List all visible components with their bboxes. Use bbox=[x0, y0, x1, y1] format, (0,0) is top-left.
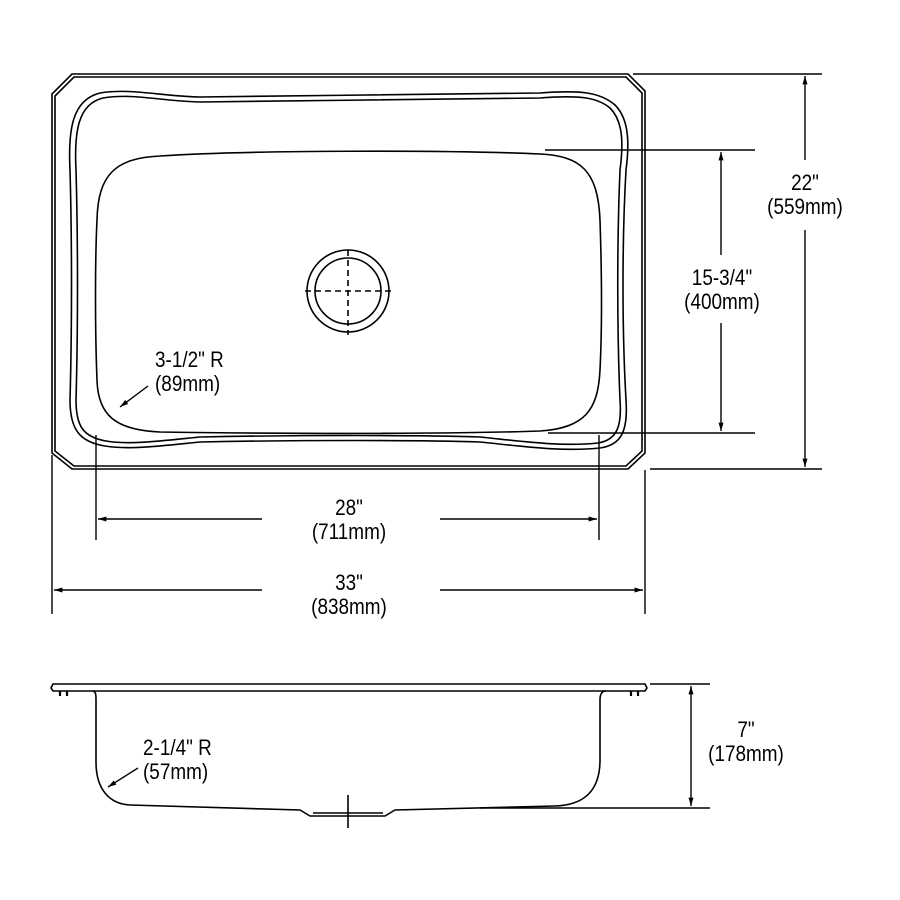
overall-depth-label: 22" (559mm) bbox=[764, 170, 846, 219]
sink-deck-ledge bbox=[68, 90, 629, 451]
overall-depth-metric: (559mm) bbox=[767, 194, 843, 219]
bowl-depth-metric: (400mm) bbox=[684, 289, 760, 314]
overall-width-metric: (838mm) bbox=[311, 594, 387, 619]
bowl-depth-imperial: 15-3/4" bbox=[691, 265, 753, 290]
bowl-width-imperial: 28" bbox=[335, 495, 363, 520]
dimension-lines bbox=[51, 73, 822, 614]
bowl-corner-radius-imperial: 3-1/2" R bbox=[155, 347, 224, 372]
bowl-depth-label: 15-3/4" (400mm) bbox=[679, 266, 765, 314]
overall-depth-imperial: 22" bbox=[791, 170, 819, 195]
mounting-clip-left bbox=[58, 691, 69, 696]
overall-width-imperial: 33" bbox=[335, 570, 363, 595]
mounting-clip-right bbox=[629, 691, 640, 696]
bowl-height-metric: (178mm) bbox=[708, 741, 784, 766]
drain-icon bbox=[305, 249, 391, 335]
bowl-corner-radius-label: 3-1/2" R (89mm) bbox=[155, 348, 224, 396]
side-rim bbox=[50, 683, 648, 692]
top-view bbox=[51, 73, 646, 470]
side-dimension-lines bbox=[107, 683, 710, 809]
bowl-height-imperial: 7" bbox=[737, 717, 755, 742]
bowl-width-label: 28" (711mm) bbox=[303, 495, 395, 544]
bowl-height-label: 7" (178mm) bbox=[703, 718, 789, 766]
bowl-width-metric: (711mm) bbox=[311, 519, 387, 544]
sink-outer-rim bbox=[51, 73, 646, 470]
overall-width-label: 33" (838mm) bbox=[303, 570, 395, 619]
bowl-corner-radius-metric: (89mm) bbox=[155, 371, 221, 396]
bottom-radius-label: 2-1/4" R (57mm) bbox=[143, 736, 212, 784]
side-view bbox=[50, 683, 648, 828]
sink-bowl-outline bbox=[94, 150, 603, 435]
bottom-radius-metric: (57mm) bbox=[143, 759, 209, 784]
side-bowl-profile bbox=[92, 690, 607, 817]
bottom-radius-imperial: 2-1/4" R bbox=[143, 735, 212, 760]
